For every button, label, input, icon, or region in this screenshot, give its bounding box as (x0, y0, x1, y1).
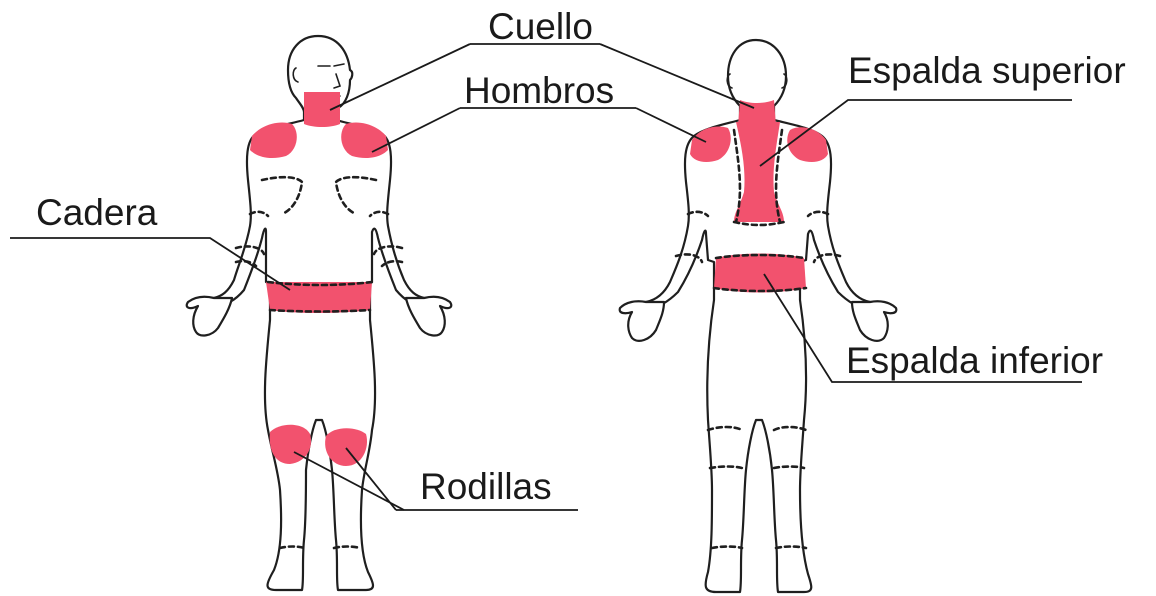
shoulders-label: Hombros (464, 72, 614, 109)
upper-back-label: Espalda superior (848, 52, 1126, 89)
hip-label: Cadera (36, 194, 157, 231)
neck-highlight (304, 92, 340, 127)
back-figure (620, 40, 897, 592)
right-shoulder-highlight (341, 123, 388, 159)
shoulders-front-leader (372, 108, 460, 152)
lower-back-highlight (714, 254, 806, 293)
leader-lines (10, 44, 1082, 510)
shoulders-back-leader (636, 108, 706, 142)
left-shoulder-highlight (250, 123, 297, 159)
hip-highlight (266, 282, 372, 313)
neck-label: Cuello (488, 8, 593, 45)
knees-label: Rodillas (420, 468, 552, 505)
front-figure (187, 36, 452, 590)
lower-back-label: Espalda inferior (846, 342, 1103, 379)
